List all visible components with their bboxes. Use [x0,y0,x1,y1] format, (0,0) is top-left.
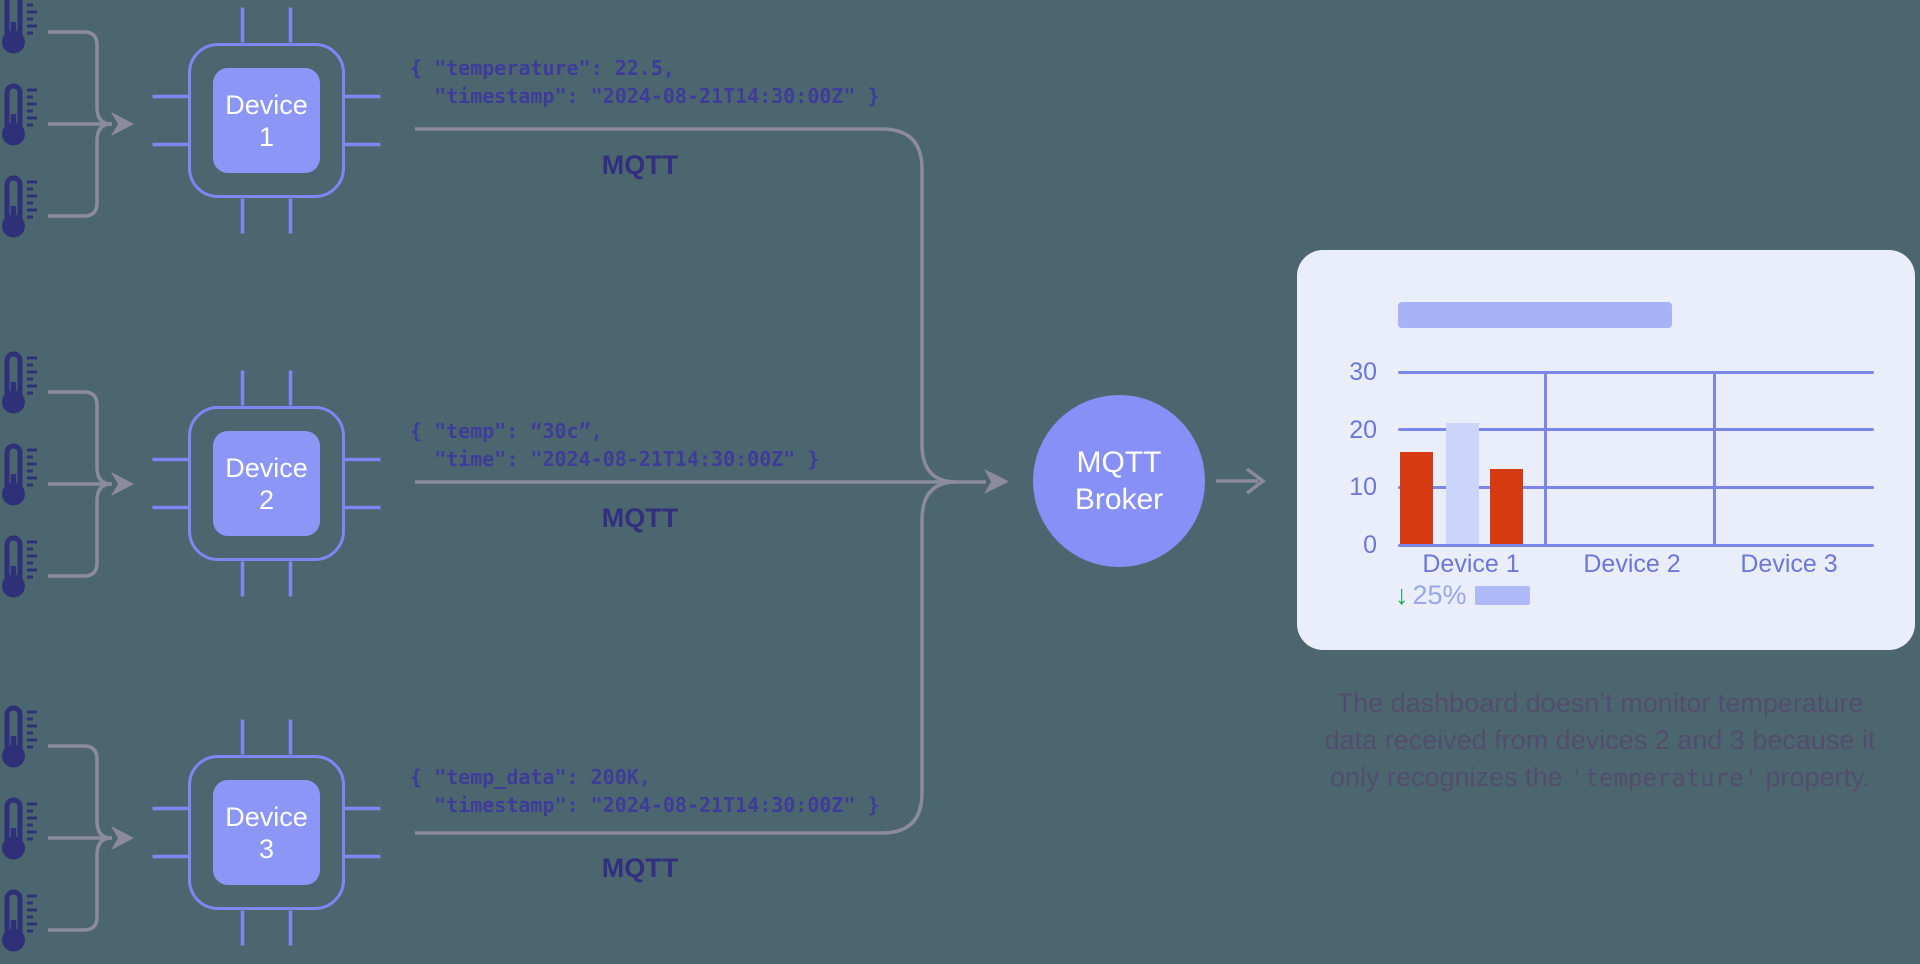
mqtt-label-1: MQTT [601,150,679,180]
gridline-v1 [1543,372,1547,545]
caption-code-snippet: 'temperature' [1570,764,1758,792]
gridline-30 [1398,370,1874,374]
bar-device1-reading1 [1400,451,1433,544]
payload-device-3: { "temp_data": 200K, "timestamp": "2024-… [410,765,880,817]
y-tick-30: 30 [1349,358,1377,386]
y-tick-10: 10 [1349,473,1377,501]
x-label-device-3: Device 3 [1740,550,1838,578]
kpi-row: ↓ 25% [1395,580,1530,611]
sensor-fan-device-3 [2,708,134,952]
gridline-10 [1398,485,1874,489]
kpi-value: 25% [1412,580,1467,610]
device-2-label: Device 2 [213,431,320,536]
sensor-fan-device-1 [2,0,134,238]
kpi-bar-placeholder [1474,586,1530,605]
y-tick-0: 0 [1363,531,1377,559]
bar-device1-reading3 [1490,469,1523,544]
chart-title-placeholder [1398,302,1672,328]
broker-to-dashboard-arrow [1216,467,1266,495]
mqtt-broker-node: MQTT Broker [1033,395,1205,567]
caption: The dashboard doesn’t monitor temperatur… [1324,688,1876,792]
mqtt-label-3: MQTT [601,853,679,883]
bar-device1-reading2 [1446,422,1479,544]
device-3-chip: Device 3 [188,755,345,910]
bar-chart: Device 1 Device 2 Device 3 [1398,370,1874,578]
device-1-chip: Device 1 [188,43,345,198]
dashboard-card: 30 20 10 0 Device 1 Device 2 Device 3 ↓ … [1297,250,1915,650]
y-tick-20: 20 [1349,416,1377,444]
mqtt-label-2: MQTT [601,503,679,533]
payload-device-1: { "temperature": 22.5, "timestamp": "202… [410,56,880,108]
axis-baseline [1398,543,1874,547]
device-2-chip: Device 2 [188,406,345,561]
gridline-20 [1398,428,1874,432]
sensor-fan-device-2 [2,354,134,598]
payload-device-2: { "temp": “30c”, "time": "2024-08-21T14:… [410,419,820,471]
device-3-label: Device 3 [213,780,320,885]
gridline-v2 [1712,372,1716,545]
x-label-device-2: Device 2 [1583,550,1681,578]
down-arrow-icon: ↓ [1395,580,1409,610]
x-label-device-1: Device 1 [1422,550,1520,578]
device-1-label: Device 1 [213,68,320,173]
mqtt-rails [415,127,1009,835]
